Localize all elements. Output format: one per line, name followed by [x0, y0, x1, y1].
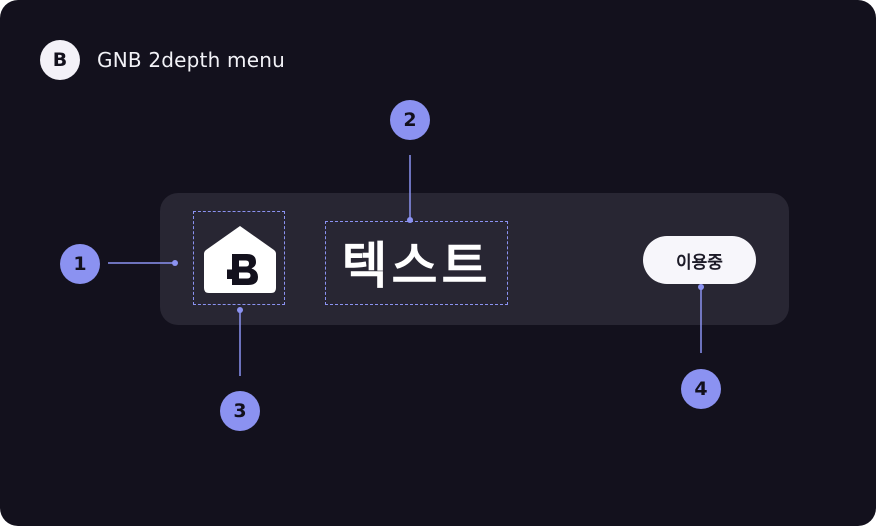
icon-guide-box — [193, 211, 285, 305]
logo-letter: B — [52, 49, 68, 71]
diagram-title: GNB 2depth menu — [97, 48, 285, 72]
status-pill[interactable]: 이용중 — [643, 236, 756, 284]
home-b-icon[interactable] — [203, 223, 277, 295]
menu-text: 텍스트 — [341, 237, 492, 295]
marker-4: 4 — [681, 369, 721, 409]
diagram-header: B GNB 2depth menu — [40, 40, 285, 80]
text-guide-box — [325, 221, 508, 305]
marker-1: 1 — [60, 244, 100, 284]
marker-3: 3 — [220, 391, 260, 431]
logo-badge: B — [40, 40, 80, 80]
marker-2: 2 — [390, 100, 430, 140]
